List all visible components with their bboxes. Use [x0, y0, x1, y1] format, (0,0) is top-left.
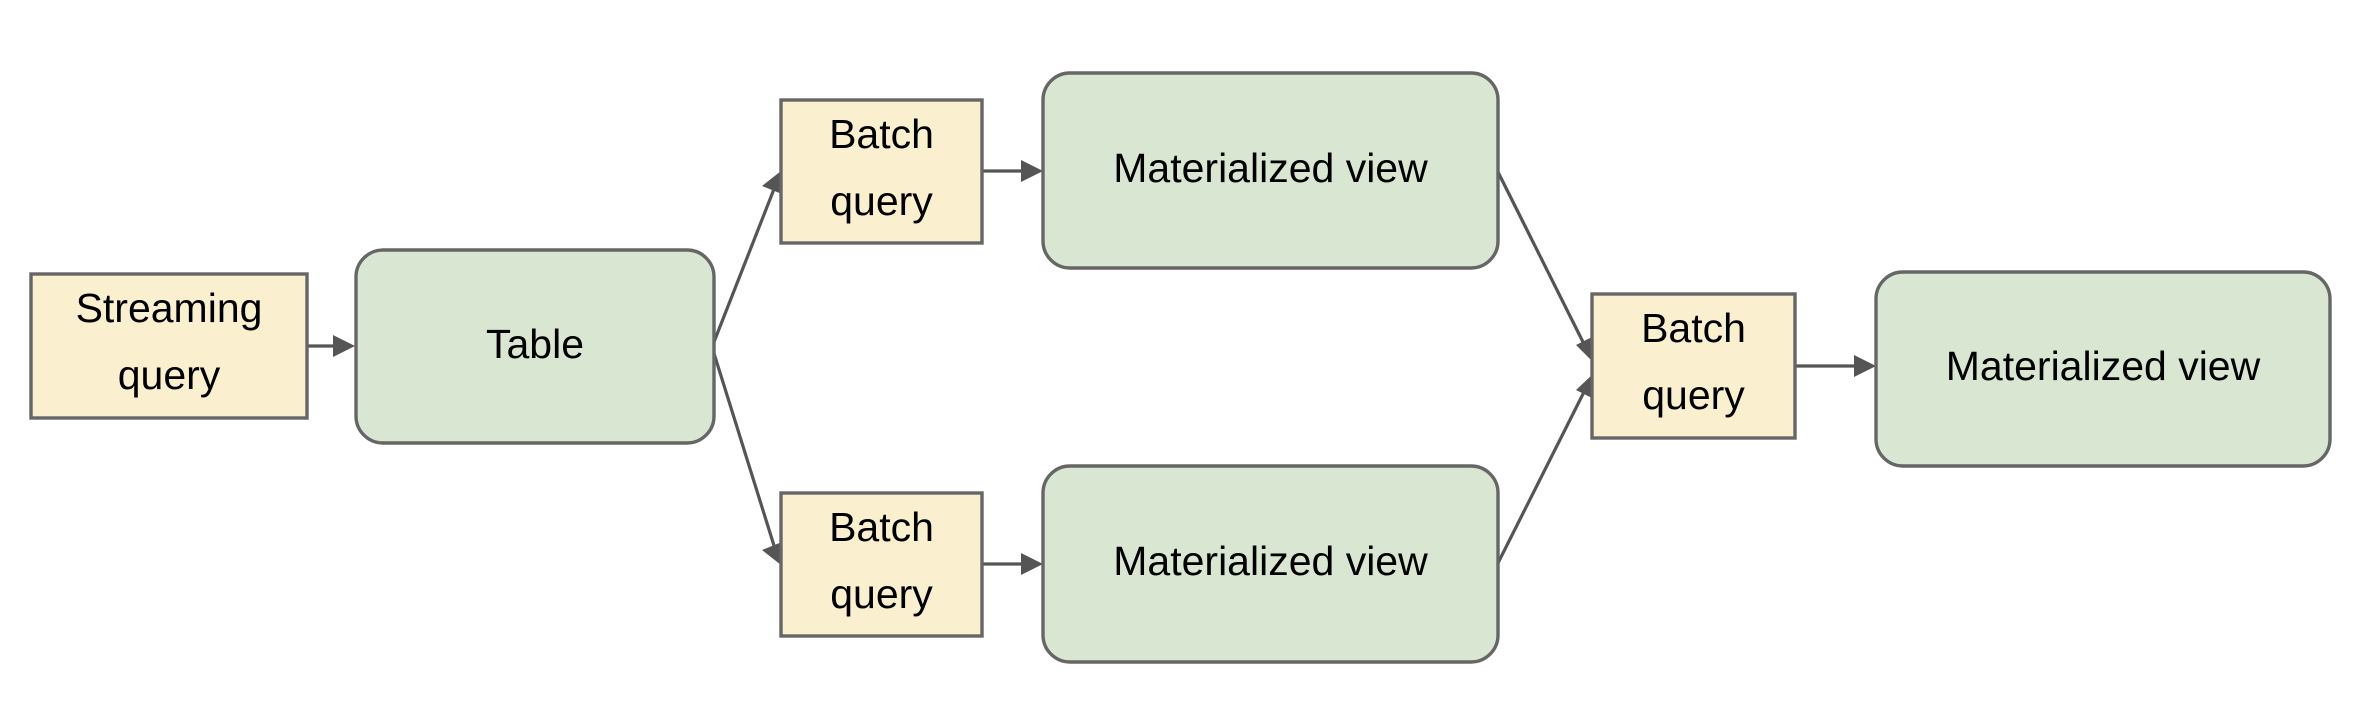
- edge-layer: [307, 160, 1876, 575]
- node-batch-query-join-label-line1: Batch: [1641, 305, 1746, 351]
- node-batch-query-bottom[interactable]: Batch query: [779, 491, 984, 638]
- edge-batch-query-bottom-to-materialized-view-bottom[interactable]: [982, 553, 1043, 575]
- node-batch-query-top-label-line1: Batch: [829, 111, 934, 157]
- node-table-label: Table: [486, 321, 584, 367]
- node-materialized-view-bottom[interactable]: Materialized view: [1041, 464, 1500, 664]
- node-batch-query-bottom-label-line1: Batch: [829, 504, 934, 550]
- node-batch-query-join[interactable]: Batch query: [1590, 292, 1797, 440]
- node-layer: Streaming query Table Batch query Materi…: [29, 71, 2332, 664]
- edge-table-to-batch-query-bottom[interactable]: [710, 346, 782, 565]
- node-streaming-query[interactable]: Streaming query: [29, 272, 309, 420]
- edge-materialized-view-bottom-to-batch-query-join[interactable]: [1496, 375, 1594, 564]
- edge-streaming-query-to-table[interactable]: [307, 335, 355, 357]
- edge-materialized-view-top-to-batch-query-join[interactable]: [1496, 171, 1594, 361]
- node-batch-query-bottom-label-line2: query: [830, 571, 933, 617]
- node-batch-query-top[interactable]: Batch query: [779, 98, 984, 245]
- node-table[interactable]: Table: [354, 248, 716, 445]
- node-streaming-query-label-line2: query: [118, 352, 221, 398]
- node-materialized-view-top[interactable]: Materialized view: [1041, 71, 1500, 270]
- node-batch-query-join-label-line2: query: [1642, 372, 1745, 418]
- edge-table-to-batch-query-top[interactable]: [710, 171, 782, 348]
- edge-batch-query-join-to-materialized-view-final[interactable]: [1795, 355, 1876, 377]
- edge-batch-query-top-to-materialized-view-top[interactable]: [982, 160, 1043, 182]
- node-batch-query-top-label-line2: query: [830, 178, 933, 224]
- node-materialized-view-final[interactable]: Materialized view: [1874, 270, 2332, 468]
- node-streaming-query-label-line1: Streaming: [76, 285, 263, 331]
- node-materialized-view-bottom-label: Materialized view: [1113, 538, 1428, 584]
- node-materialized-view-final-label: Materialized view: [1946, 343, 2261, 389]
- node-materialized-view-top-label: Materialized view: [1113, 145, 1428, 191]
